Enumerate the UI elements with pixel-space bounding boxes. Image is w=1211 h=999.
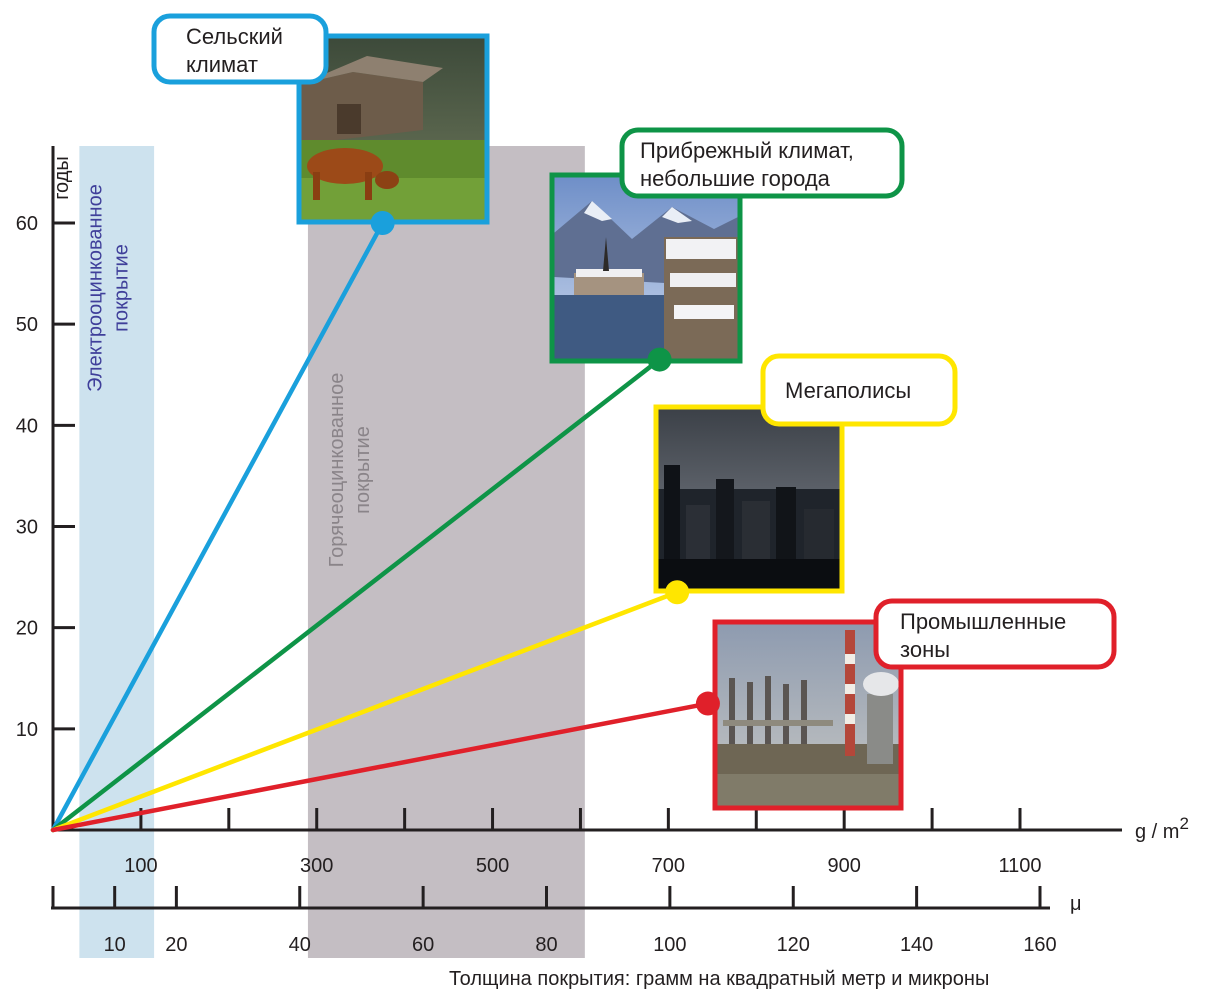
callout-label-line: климат: [186, 52, 258, 77]
coating-band-label-line: покрытие: [110, 244, 132, 332]
x-ticks: 100 300 500 700 900 1100: [51, 808, 1042, 877]
callout-label-line: Прибрежный климат,: [640, 138, 854, 163]
axes: 10 20 30 40 50 60 100 300 500 700 900 1100 10 20 40 6…: [16, 146, 1189, 990]
series-endpoint: [695, 691, 720, 716]
coating-band-label-line: Горячеоцинкованное: [326, 373, 348, 568]
callout-label-line: Сельский: [186, 24, 283, 49]
y-ticks: 10 20 30 40 50 60: [16, 213, 75, 741]
callout-label-line: Мегаполисы: [785, 378, 911, 403]
y-tick-label: 40: [16, 415, 38, 437]
series-lines: [50, 220, 711, 833]
series-endpoints: [370, 211, 720, 716]
x-tick-label: 500: [476, 855, 509, 877]
barn-cow-photo: [301, 38, 485, 220]
y-tick-label: 10: [16, 719, 38, 741]
series-endpoint: [370, 211, 395, 235]
callout-label-line: Промышленные: [900, 609, 1066, 634]
callout-label: Мегаполисы: [785, 378, 911, 403]
x-tick-label: 900: [827, 855, 860, 877]
x-unit-label: g / m2: [1135, 814, 1189, 843]
callout-label-line: небольшие города: [640, 166, 831, 191]
lakeside-village-photo: [554, 177, 738, 359]
micron-tick-label: 100: [653, 934, 686, 956]
photos: [301, 38, 899, 806]
series-line: [50, 357, 662, 833]
callout-label: Прибрежный климат, небольшие города: [640, 138, 854, 191]
micron-tick-label: 140: [900, 934, 933, 956]
series-endpoint: [647, 347, 672, 372]
micron-tick-label: 60: [412, 934, 434, 956]
callout-box: [873, 598, 1117, 670]
series-endpoint: [665, 580, 690, 605]
y-tick-label: 30: [16, 517, 38, 539]
y-tick-label: 50: [16, 314, 38, 336]
coating-band-label-line: Электрооцинкованное: [84, 184, 106, 392]
callout-box: [151, 13, 329, 85]
y-tick-label: 60: [16, 213, 38, 235]
micron-tick-label: 20: [165, 934, 187, 956]
y-tick-label: 20: [16, 618, 38, 640]
callout-label: Сельский климат: [186, 24, 283, 77]
micron-ticks: 10 20 40 60 80 100 120 140 160: [51, 886, 1057, 956]
x-tick-label: 700: [652, 855, 685, 877]
micron-tick-label: 160: [1023, 934, 1056, 956]
x-tick-label: 1100: [998, 855, 1041, 877]
coating-bands: [79, 146, 585, 958]
callout-box: [760, 353, 958, 427]
series-line: [50, 701, 711, 833]
x-tick-label: 100: [124, 855, 157, 877]
micron-tick-label: 80: [535, 934, 557, 956]
x-tick-label: 300: [300, 855, 333, 877]
micron-tick-label: 120: [777, 934, 810, 956]
series-line: [50, 590, 680, 833]
y-axis-title: годы: [51, 156, 73, 200]
x-axis-title: Толщина покрытия: грамм на квадратный ме…: [449, 968, 989, 990]
industrial-plant-photo: [717, 624, 899, 806]
photo-frame: [712, 619, 904, 811]
callout-label: Промышленные зоны: [900, 609, 1066, 662]
series-line: [50, 220, 385, 833]
photo-frame: [653, 404, 845, 594]
coating-band-label-line: покрытие: [352, 426, 374, 514]
coating-band: [307, 146, 585, 958]
micron-unit-label: μ: [1070, 893, 1082, 915]
callout-label-line: зоны: [900, 637, 950, 662]
callout-box: [619, 127, 905, 199]
micron-tick-label: 10: [104, 934, 126, 956]
night-city-photo: [658, 409, 840, 589]
micron-tick-label: 40: [289, 934, 311, 956]
